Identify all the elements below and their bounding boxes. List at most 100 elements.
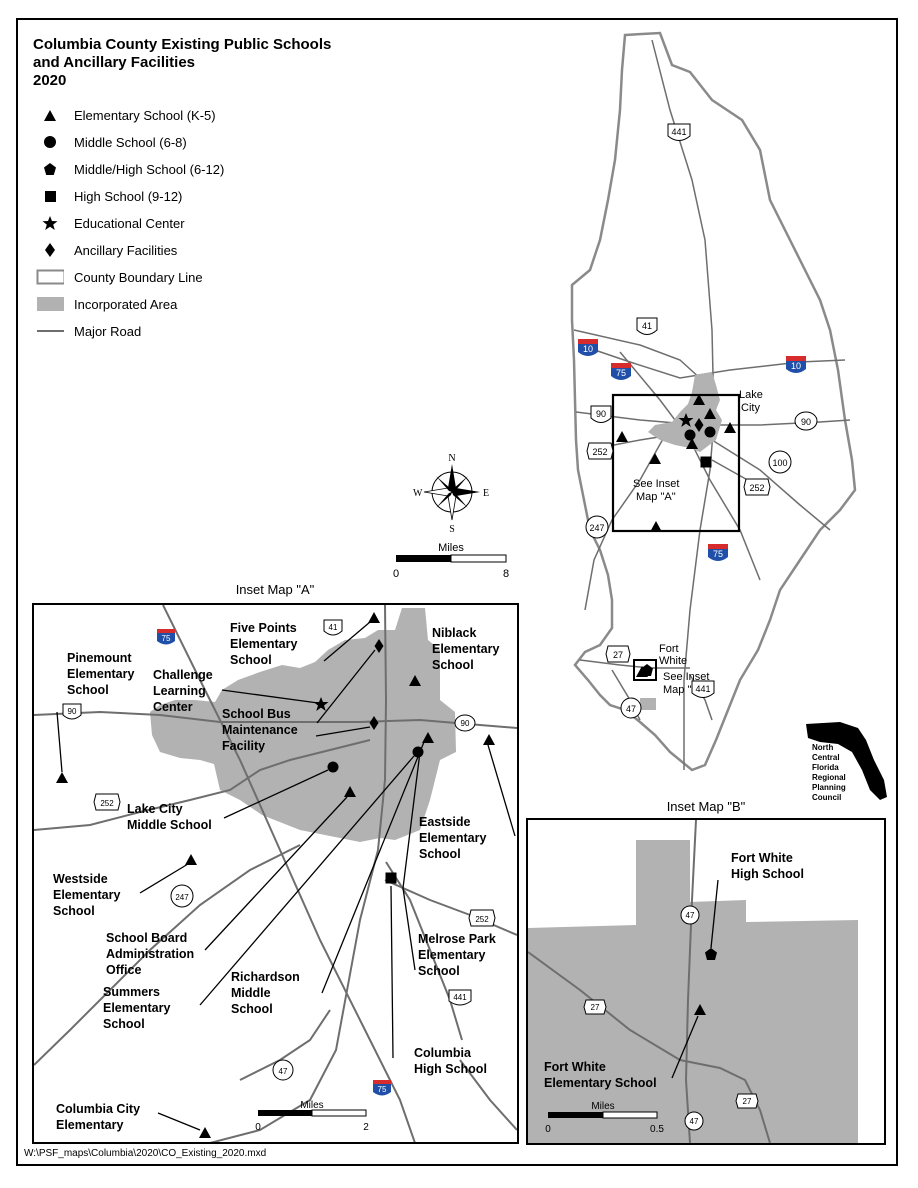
title-line-2: and Ancillary Facilities: [33, 54, 196, 71]
svg-text:High School: High School: [414, 1062, 487, 1076]
inset-b-roads: [528, 820, 771, 1143]
svg-text:Elementary: Elementary: [103, 1001, 170, 1015]
svg-text:Miles: Miles: [438, 542, 464, 554]
legend-middle-high: Middle/High School (6-12): [36, 158, 296, 180]
svg-text:Lake City: Lake City: [127, 802, 183, 816]
svg-text:252: 252: [100, 799, 114, 808]
svg-text:Council: Council: [812, 793, 841, 802]
state-shield-247: 247: [585, 515, 609, 539]
county-map: [570, 31, 857, 772]
svg-text:S: S: [449, 524, 455, 535]
svg-text:47: 47: [690, 1117, 699, 1126]
state-shield-47: 47: [684, 1111, 704, 1131]
inset-a-note-2: Map "A": [636, 491, 676, 503]
title-line-3: 2020: [33, 72, 67, 89]
svg-text:75: 75: [616, 368, 626, 378]
diamond-icon: [36, 240, 64, 260]
inset-a-box: [611, 393, 741, 533]
svg-text:Elementary: Elementary: [432, 642, 499, 656]
svg-text:Summers: Summers: [103, 985, 160, 999]
fort-white-incorporated-detail: [528, 840, 858, 1143]
svg-text:School: School: [53, 904, 95, 918]
svg-text:27: 27: [743, 1097, 752, 1106]
lake-city-label: Lake: [739, 389, 763, 401]
state-shield-27: 27: [735, 1093, 759, 1109]
svg-text:Eastside: Eastside: [419, 815, 470, 829]
svg-text:Elementary: Elementary: [419, 831, 486, 845]
road-line-icon: [36, 321, 64, 341]
svg-text:75: 75: [378, 1085, 387, 1094]
svg-text:Florida: Florida: [812, 763, 839, 772]
svg-text:252: 252: [592, 447, 607, 457]
legend-label: Ancillary Facilities: [74, 242, 178, 258]
svg-text:0: 0: [545, 1124, 551, 1135]
pentagon-icon: [36, 159, 64, 179]
svg-text:41: 41: [642, 321, 652, 331]
svg-text:90: 90: [596, 409, 606, 419]
interstate-shield-75: 75: [611, 363, 631, 380]
svg-text:247: 247: [175, 893, 189, 902]
interstate-shield-10: 10: [786, 356, 806, 373]
inset-a-scale-bar: Miles 0 2: [255, 1100, 369, 1133]
svg-text:School: School: [419, 847, 461, 861]
svg-text:School: School: [231, 1002, 273, 1016]
svg-text:School: School: [67, 683, 109, 697]
svg-text:Planning: Planning: [812, 783, 846, 792]
svg-text:School: School: [432, 658, 474, 672]
legend-label: High School (9-12): [74, 188, 183, 204]
legend-educational-center: Educational Center: [36, 212, 296, 234]
legend-incorporated: Incorporated Area: [36, 293, 296, 315]
svg-text:Central: Central: [812, 753, 840, 762]
interstate-shield-75: 75: [708, 544, 728, 561]
us-shield-41: 41: [323, 619, 343, 636]
us-shield-441: 441: [691, 680, 715, 698]
svg-text:Five Points: Five Points: [230, 621, 297, 635]
svg-text:90: 90: [68, 707, 77, 716]
svg-text:47: 47: [626, 704, 636, 714]
svg-text:8: 8: [503, 568, 509, 580]
svg-text:Elementary: Elementary: [230, 637, 297, 651]
svg-text:441: 441: [453, 993, 467, 1002]
svg-text:Learning: Learning: [153, 684, 206, 698]
svg-text:North: North: [812, 743, 833, 752]
state-shield-100: 100: [768, 450, 792, 474]
svg-text:Fort White: Fort White: [731, 851, 793, 865]
main-route-shields: 441 41 10 10 75 90 90 252 252 100 247 75…: [578, 123, 818, 719]
us-shield-90: 90: [62, 703, 82, 720]
svg-text:100: 100: [772, 458, 787, 468]
state-shield-27: 27: [583, 999, 607, 1015]
lake-city-label-2: City: [741, 402, 760, 414]
svg-text:Westside: Westside: [53, 872, 108, 886]
legend-label: County Boundary Line: [74, 269, 203, 285]
inset-b-box: [633, 659, 657, 681]
state-shield-90: 90: [794, 411, 818, 431]
main-map-labels: Lake City See Inset Map "A" Fort White S…: [633, 389, 763, 696]
legend-label: Incorporated Area: [74, 296, 178, 312]
triangle-icon: [36, 105, 64, 125]
svg-text:High School: High School: [731, 867, 804, 881]
fort-white-label: Fort: [659, 643, 679, 655]
svg-text:Columbia City: Columbia City: [56, 1102, 140, 1116]
state-shield-90: 90: [454, 714, 476, 732]
svg-text:27: 27: [591, 1003, 600, 1012]
us-shield-441: 441: [448, 989, 472, 1006]
interstate-shield-10: 10: [578, 339, 598, 356]
svg-text:Miles: Miles: [591, 1101, 614, 1112]
svg-text:School: School: [103, 1017, 145, 1031]
inset-a-leader-lines: [56, 621, 516, 1131]
svg-text:Elementary: Elementary: [56, 1118, 123, 1132]
legend-road: Major Road: [36, 320, 296, 342]
